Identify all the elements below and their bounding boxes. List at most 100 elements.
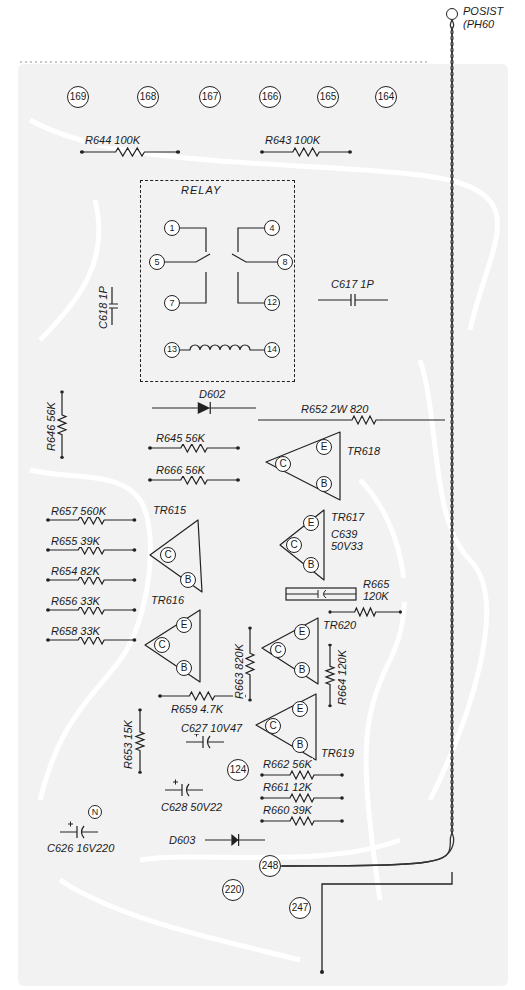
transistor-outline: CEBTR618: [266, 432, 340, 500]
transistor-lead: E: [303, 515, 319, 531]
terminal-pad: 164: [375, 86, 398, 109]
transistor-lead: B: [294, 662, 310, 678]
component-label: D603: [168, 834, 196, 846]
component-label: R652 2W 820: [300, 403, 369, 415]
transistor-lead: C: [154, 637, 170, 653]
polarity-letter: N: [92, 808, 99, 817]
relay-pin: 7: [164, 295, 180, 311]
transistor-lead: C: [265, 718, 281, 734]
capacitor-symbol: [286, 588, 356, 600]
transistor-lead: B: [180, 572, 196, 588]
transistor-name: TR615: [152, 505, 187, 516]
component-label: R654 82K: [50, 565, 101, 577]
transistor-lead: C: [270, 642, 286, 658]
component-label: R664 120K: [336, 649, 348, 706]
transistor-lead: B: [176, 660, 192, 676]
resistor-symbol: [136, 709, 144, 774]
relay-pin: 14: [264, 342, 280, 358]
terminal-pad: 167: [199, 86, 222, 109]
pin-number: 1: [169, 224, 174, 233]
relay-pin: 5: [149, 254, 165, 270]
transistor-outline: [256, 694, 316, 760]
transistor-outline: [145, 610, 200, 682]
pad-number: 164: [378, 92, 395, 102]
diode-symbol: [205, 834, 265, 846]
capacitor-symbol: [318, 294, 388, 306]
component-label: R659 4.7K: [170, 703, 224, 715]
resistor-symbol: [80, 148, 180, 156]
resistor-symbol: [46, 516, 136, 524]
component-label: R665 120K: [362, 578, 408, 602]
lead-letter: E: [297, 704, 304, 714]
resistor-symbol: [46, 636, 136, 644]
relay-contacts: [165, 228, 277, 350]
component-label: R645 56K: [155, 432, 206, 444]
component-label: R657 560K: [50, 505, 107, 517]
lead-letter: E: [308, 518, 315, 528]
component-label: R655 39K: [50, 535, 101, 547]
relay-box: 14587121314RELAY: [140, 180, 295, 382]
component-label: R653 15K: [122, 719, 134, 770]
pad-number: 168: [140, 92, 157, 102]
transistor-lead: B: [303, 557, 319, 573]
board-ground: [18, 64, 508, 986]
transistor-outline: ECBTR616: [145, 610, 200, 682]
polarity-mark: N: [88, 805, 102, 819]
component-label: C618 1P: [97, 285, 109, 330]
lead-letter: B: [185, 575, 192, 585]
transistor-name: TR619: [320, 748, 355, 759]
component-label: R656 33K: [50, 595, 101, 607]
lead-letter: C: [269, 721, 276, 731]
twisted-wire: [281, 20, 453, 866]
terminal-pad: 169: [67, 86, 90, 109]
terminal-pad: 220: [222, 879, 245, 902]
lead-letter: C: [164, 550, 171, 560]
terminal-pad: 124: [227, 759, 250, 782]
pad-number: 166: [262, 92, 279, 102]
pin-number: 12: [267, 298, 277, 307]
transistor-lead: C: [275, 456, 291, 472]
resistor-symbol: [258, 416, 445, 424]
transistor-outline: [262, 618, 318, 684]
pad-number: 169: [70, 92, 87, 102]
resistor-symbol: [148, 476, 240, 484]
terminal-pad: 248: [259, 855, 282, 878]
lead-letter: E: [321, 442, 328, 452]
component-label: R643 100K: [264, 134, 321, 146]
lead-letter: B: [181, 663, 188, 673]
resistor-symbol: [46, 606, 136, 614]
connector-name: POSIST (PH60: [463, 5, 515, 31]
capacitor-symbol: [165, 780, 203, 797]
copper-trace-gap: [40, 200, 99, 340]
pin-number: 5: [154, 258, 159, 267]
transistor-lead: E: [292, 701, 308, 717]
lead-letter: E: [299, 627, 306, 637]
wire-strand: [281, 20, 453, 866]
pin-number: 7: [169, 299, 174, 308]
wire-end: [320, 970, 324, 974]
component-label: C617 1P: [330, 278, 375, 290]
transistor-name: TR618: [346, 446, 381, 457]
lead-letter: C: [158, 640, 165, 650]
pin-number: 8: [282, 258, 287, 267]
transistor-lead: B: [316, 476, 332, 492]
transistor-outline: [280, 510, 324, 580]
resistor-symbol: [326, 644, 334, 708]
transistor-outline: CBTR615: [150, 520, 202, 592]
lead-letter: B: [308, 560, 315, 570]
terminal-pad: 166: [259, 86, 282, 109]
component-label: R646 56K: [45, 401, 57, 452]
transistor-name: TR620: [322, 620, 357, 631]
component-label: R658 33K: [50, 625, 101, 637]
resistor-symbol: [46, 576, 136, 584]
capacitor-symbol: [286, 590, 356, 598]
component-label: C626 16V220: [46, 842, 115, 854]
transistor-lead: C: [286, 537, 302, 553]
relay-name: RELAY: [181, 185, 221, 196]
transistor-name: TR616: [150, 595, 185, 606]
resistor-symbol: [58, 391, 66, 460]
wire: [322, 872, 452, 972]
transistor-lead: C: [160, 547, 176, 563]
copper-trace-gap: [30, 120, 498, 960]
component-label: R661 12K: [262, 781, 313, 793]
